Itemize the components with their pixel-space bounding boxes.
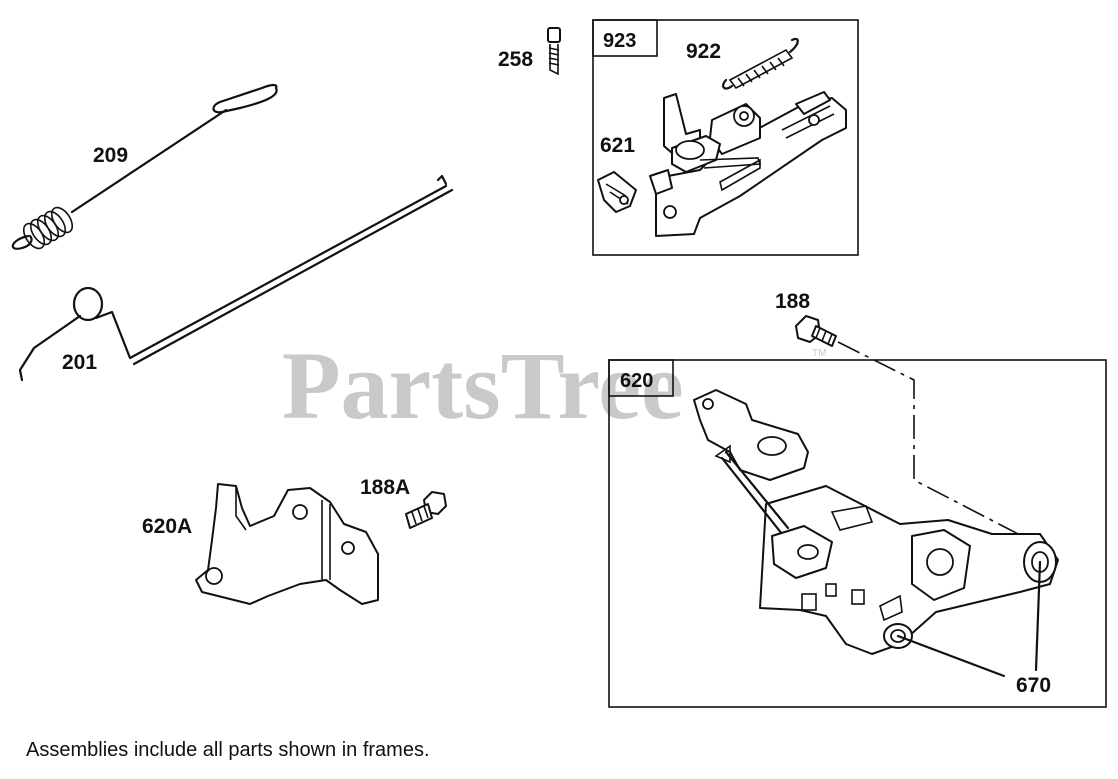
part-923-control-bracket[interactable] <box>649 91 847 237</box>
callout-209: 209 <box>93 144 128 167</box>
spring-coils-209 <box>22 206 74 250</box>
part-620a-bracket[interactable] <box>195 483 379 605</box>
part-201-rod[interactable] <box>18 174 454 382</box>
frame-923 <box>592 19 859 256</box>
part-188-bolt[interactable] <box>795 315 837 347</box>
callout-201: 201 <box>62 351 97 374</box>
callout-258: 258 <box>498 48 533 71</box>
trademark-mark: TM <box>812 348 826 359</box>
part-621-clip[interactable] <box>597 171 637 213</box>
callout-188a: 188A <box>360 476 410 499</box>
callout-670: 670 <box>1016 674 1051 697</box>
leader-670-a <box>896 634 1006 678</box>
partstree-watermark: PartsTree <box>282 332 684 439</box>
callout-621: 621 <box>600 134 635 157</box>
part-258-screw[interactable] <box>547 27 561 76</box>
frame-620-tag <box>608 359 674 397</box>
assemblies-note: Assemblies include all parts shown in fr… <box>26 739 430 761</box>
callout-188: 188 <box>775 290 810 313</box>
leader-670-b <box>1034 560 1042 672</box>
callout-922: 922 <box>686 40 721 63</box>
callout-620a: 620A <box>142 515 192 538</box>
part-188a-bolt[interactable] <box>405 491 447 529</box>
part-209-spring[interactable] <box>11 83 278 252</box>
bolt-188-leader <box>837 341 1023 537</box>
part-620-governor-assembly[interactable] <box>693 389 1059 655</box>
frame-620-label: 620 <box>620 370 653 392</box>
frame-923-label: 923 <box>603 30 636 52</box>
frame-620 <box>608 359 1107 708</box>
part-922-spring[interactable] <box>722 37 799 90</box>
frame-923-tag <box>592 19 658 57</box>
